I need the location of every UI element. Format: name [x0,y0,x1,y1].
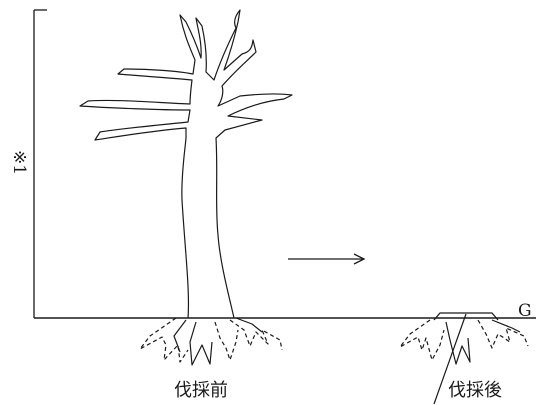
after-felling-label: 伐採後 [448,380,502,401]
standing-tree [79,9,293,319]
standing-tree-roots [139,317,283,366]
stump [433,312,499,321]
arrow-right-icon [288,253,366,265]
stump-roots [399,319,529,365]
stump-leader-line [433,313,467,405]
before-felling-label: 伐採前 [174,380,228,401]
ground-label: G [518,301,532,321]
height-marker-label: ※1 [9,150,29,175]
height-axis [33,9,47,318]
